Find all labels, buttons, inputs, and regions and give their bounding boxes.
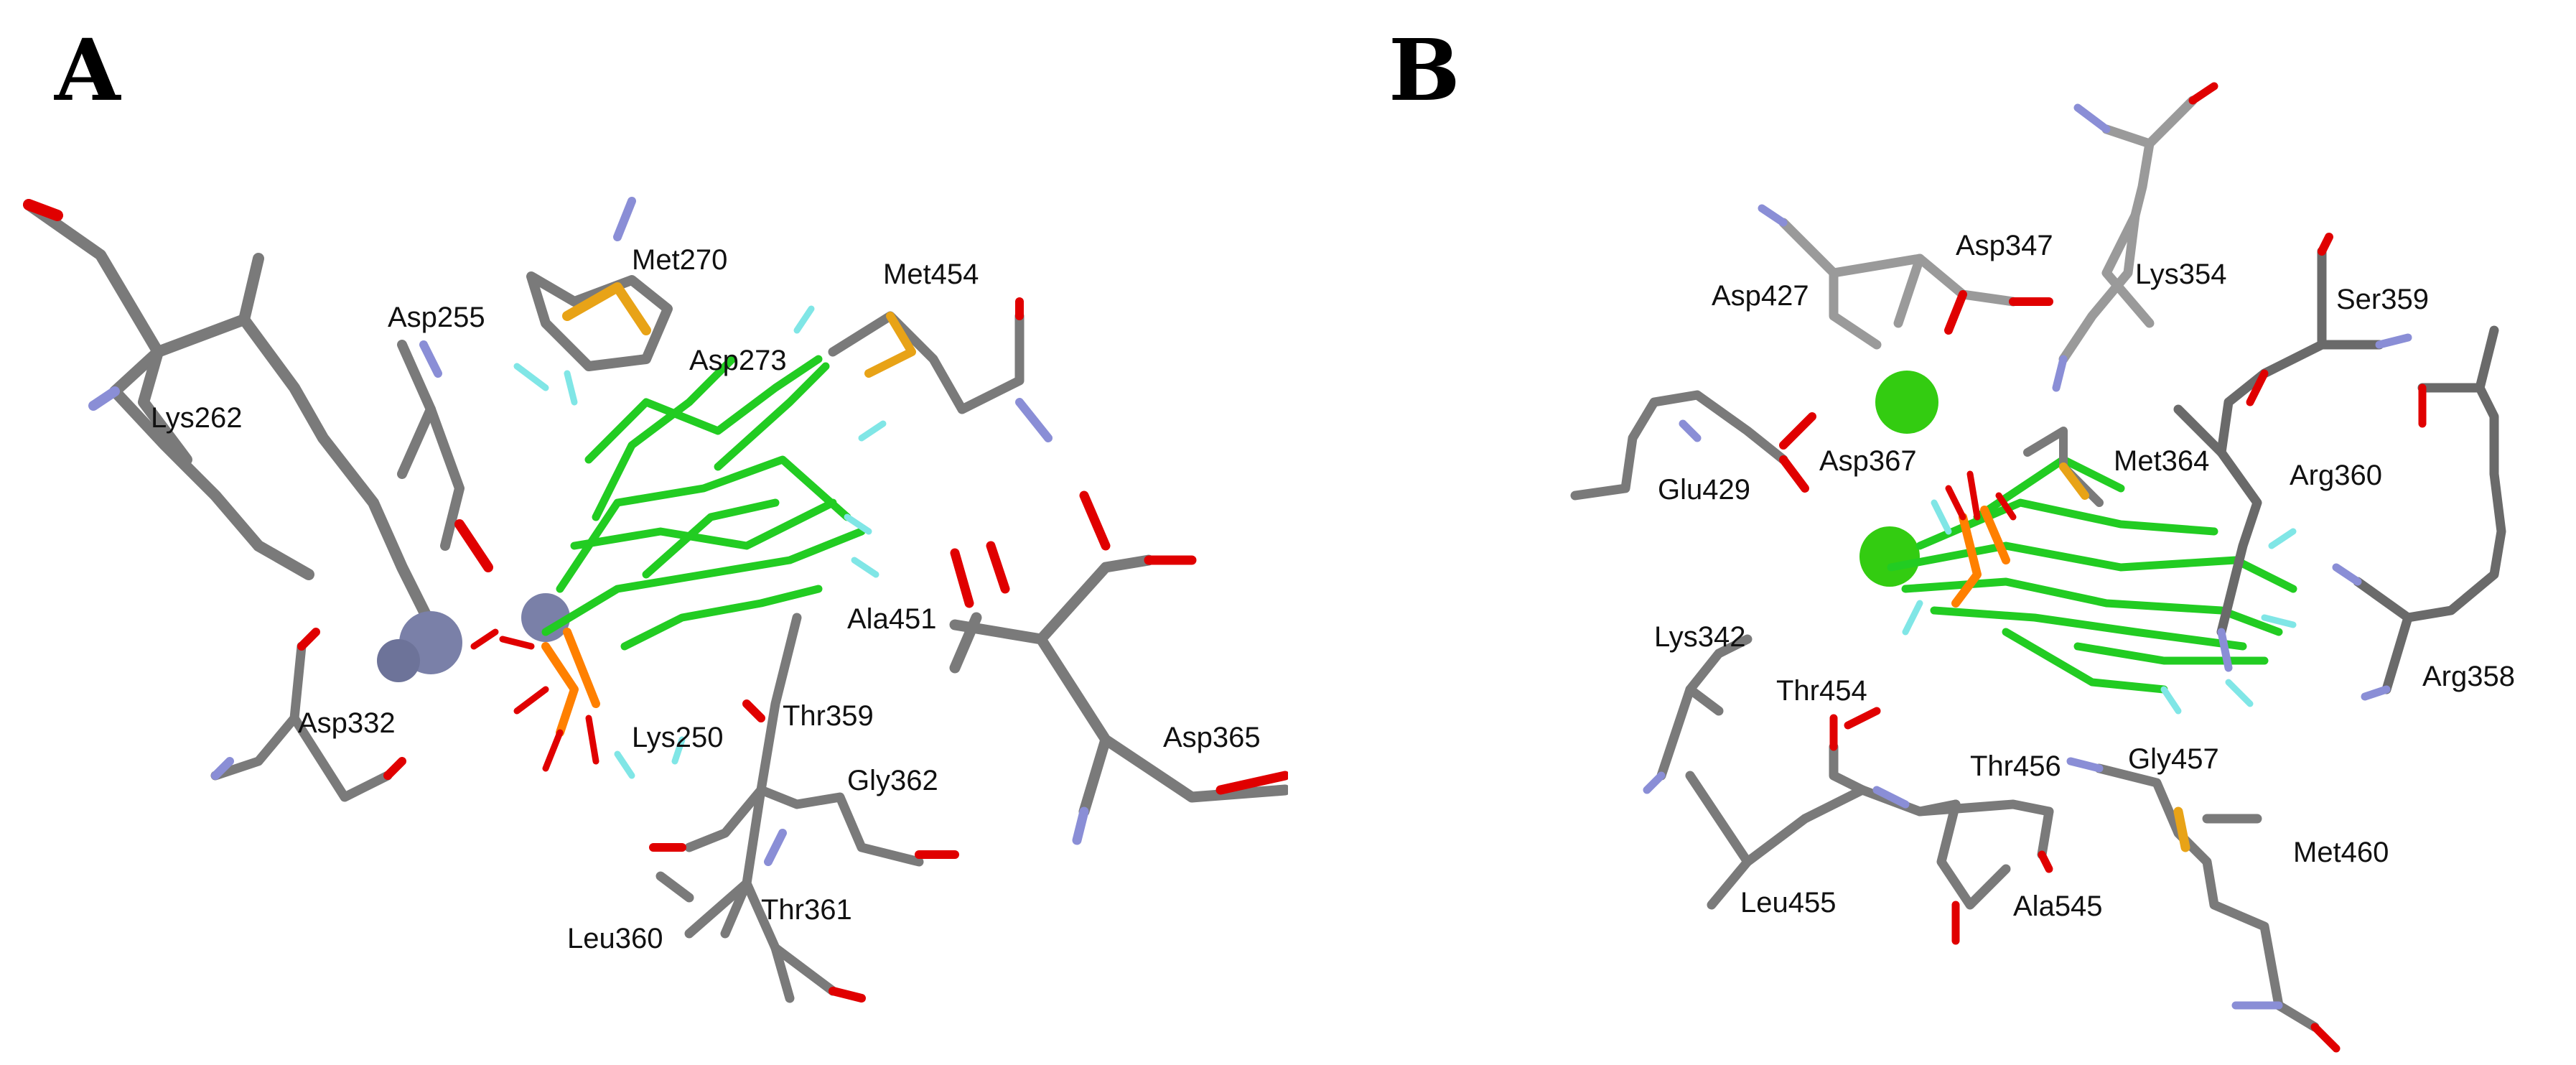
residue-label: Asp347 (1956, 230, 2053, 261)
residue-label: Lys250 (632, 722, 724, 753)
residue-label: Asp255 (388, 302, 485, 333)
residue-label: Lys354 (2135, 259, 2227, 290)
residue-label: Thr359 (783, 700, 874, 732)
residue-label: Met460 (2293, 837, 2389, 868)
residue-label: Leu455 (1740, 887, 1837, 918)
panel-letter-b: B (1389, 20, 1460, 120)
residue-label: Arg360 (2290, 460, 2382, 491)
residue-label: Gly362 (847, 765, 938, 796)
residue-label: Lys342 (1654, 621, 1746, 653)
residue-label: Met364 (2114, 445, 2210, 477)
residue-label: Ala451 (847, 603, 937, 635)
residue-label: Asp427 (1712, 280, 1809, 312)
residue-label: Arg358 (2422, 661, 2515, 692)
residue-label: Thr456 (1970, 750, 2061, 782)
panel-letter-a: A (55, 20, 121, 120)
residue-label: Glu429 (1658, 474, 1750, 506)
residue-label: Thr454 (1776, 675, 1867, 707)
residue-lys262-sticks (23, 199, 437, 631)
binding-site-render-a (23, 197, 1288, 1003)
residue-label: Lys262 (151, 402, 243, 434)
residue-label: Met454 (883, 259, 979, 290)
residue-label: Ala545 (2013, 890, 2103, 922)
residue-label: Leu360 (567, 923, 663, 954)
panel-a: A (23, 20, 1288, 1003)
binding-site-render-b (1570, 82, 2506, 1053)
residue-label: Asp365 (1163, 722, 1261, 753)
residue-label: Gly457 (2128, 743, 2219, 775)
panel-b: B (1288, 0, 2576, 1065)
residue-label: Asp332 (298, 707, 396, 739)
residue-label: Asp367 (1819, 445, 1917, 477)
residue-label: Met270 (632, 244, 728, 276)
residue-label: Asp273 (689, 345, 787, 376)
residue-label: Thr361 (761, 894, 852, 926)
residue-label: Ser359 (2336, 284, 2429, 315)
